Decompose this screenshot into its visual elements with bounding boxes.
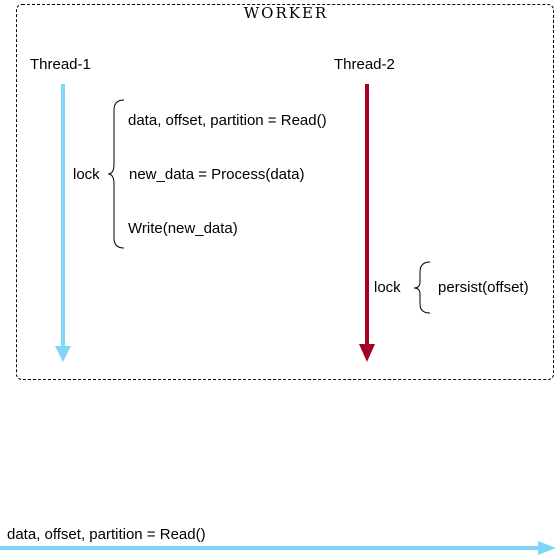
- thread-1-arrow: [55, 84, 71, 362]
- thread-1-step-process: new_data = Process(data): [129, 166, 305, 183]
- thread-2-arrow: [359, 84, 375, 362]
- thread-1-lock-brace: [107, 99, 125, 249]
- worker-container: [16, 4, 554, 380]
- worker-title: WORKER: [243, 4, 329, 22]
- thread-2-lock-brace: [413, 261, 431, 314]
- thread-1-label: Thread-1: [30, 56, 91, 73]
- thread-1-lock-label: lock: [73, 166, 100, 183]
- thread-1-step-read: data, offset, partition = Read(): [128, 112, 327, 129]
- timeline-arrow: [0, 541, 556, 555]
- thread-2-label: Thread-2: [334, 56, 395, 73]
- timeline-label: data, offset, partition = Read(): [7, 526, 206, 543]
- thread-2-lock-label: lock: [374, 279, 401, 296]
- thread-2-step-persist: persist(offset): [438, 279, 529, 296]
- thread-1-step-write: Write(new_data): [128, 220, 238, 237]
